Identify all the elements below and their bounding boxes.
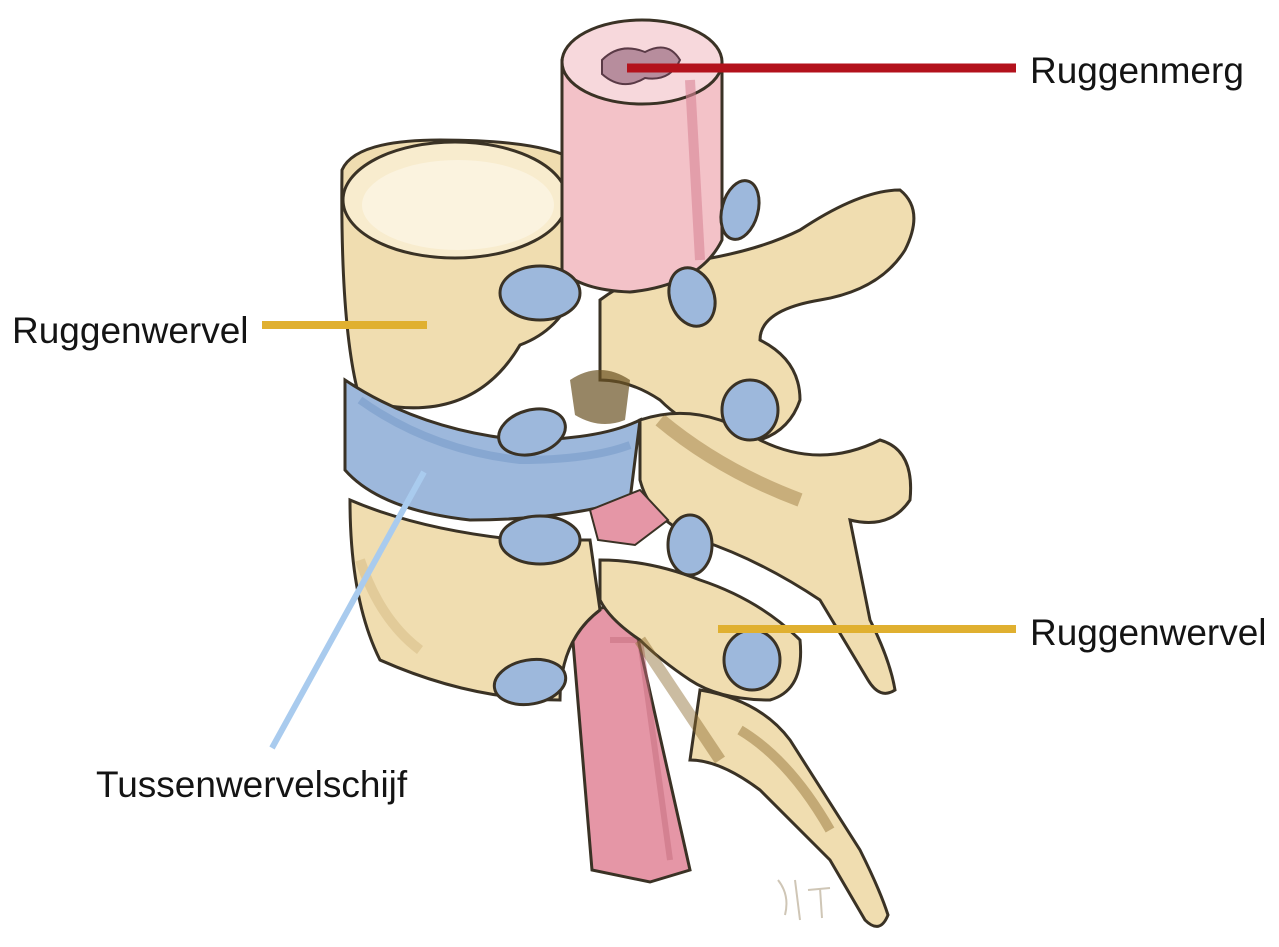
label-vertebra-bottom: Ruggenwervel bbox=[1030, 614, 1267, 651]
label-vertebra-top: Ruggenwervel bbox=[12, 312, 249, 349]
label-spinal-cord: Ruggenmerg bbox=[1030, 52, 1244, 89]
spinal-cord-upper bbox=[562, 20, 722, 292]
lower-spinous-process bbox=[690, 690, 888, 926]
artist-signature bbox=[778, 880, 830, 920]
label-intervertebral-disc: Tussenwervelschijf bbox=[96, 766, 407, 803]
